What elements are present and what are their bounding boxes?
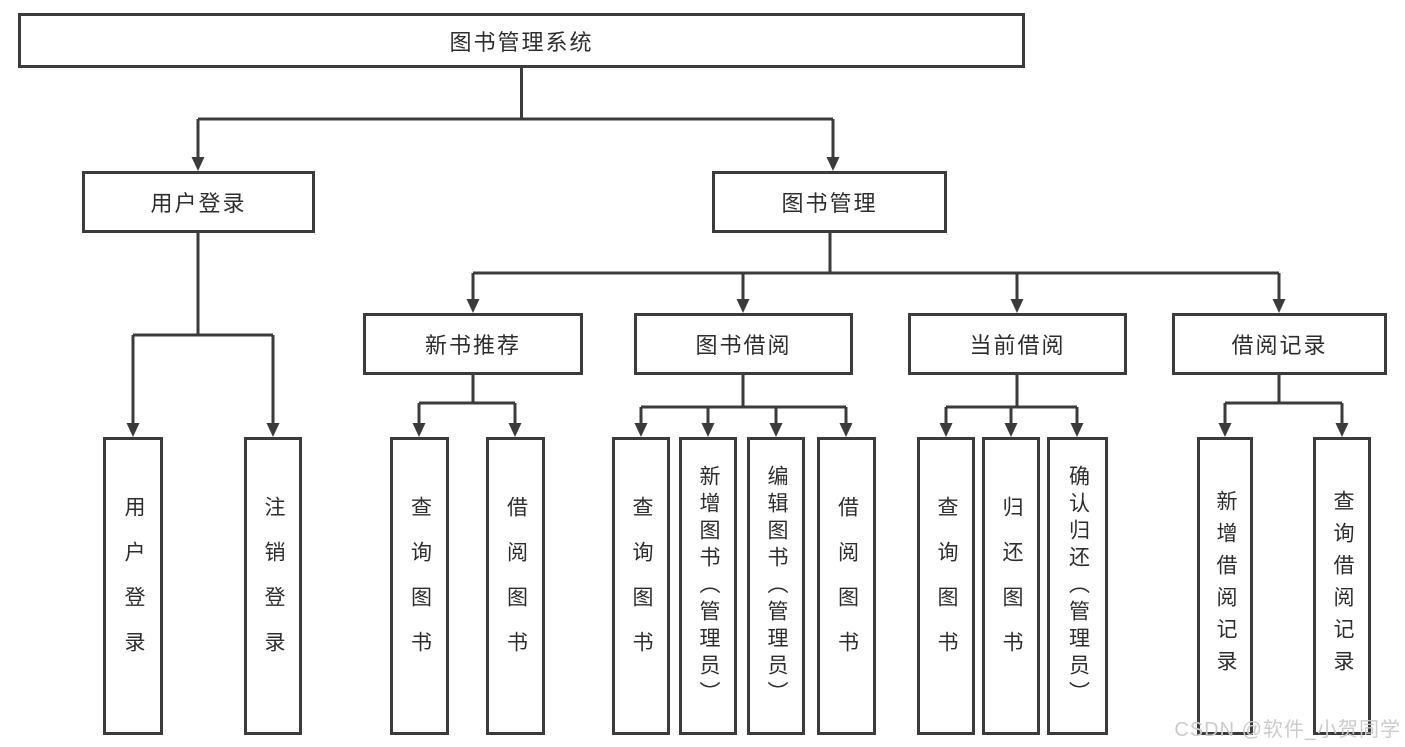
leaf-label: 新增借阅记录 <box>1214 490 1237 682</box>
leaf-add-books-admin: 新增图书（管理员） <box>679 437 737 735</box>
node-book-management: 图书管理 <box>712 171 947 233</box>
leaf-borrow-books-recommend: 借阅图书 <box>486 437 545 735</box>
node-label: 图书管理 <box>781 191 878 216</box>
leaf-label: 注销登录 <box>262 496 285 676</box>
csdn-watermark: CSDN @软件_小贺同学 <box>1174 719 1401 741</box>
leaf-user-login: 用户登录 <box>103 437 163 735</box>
leaf-label: 借阅图书 <box>835 496 859 676</box>
leaf-add-borrow-record: 新增借阅记录 <box>1197 437 1253 735</box>
leaf-label: 确认归还（管理员） <box>1066 464 1090 708</box>
leaf-logout: 注销登录 <box>244 437 302 735</box>
node-label: 借阅记录 <box>1231 333 1328 358</box>
leaf-label: 查询图书 <box>408 496 432 676</box>
leaf-borrow-books-borrowing: 借阅图书 <box>817 437 876 735</box>
node-label: 新书推荐 <box>424 333 521 358</box>
node-current-borrowing: 当前借阅 <box>908 313 1127 375</box>
leaf-label: 查询图书 <box>630 496 653 676</box>
node-label: 当前借阅 <box>969 333 1066 358</box>
leaf-label: 查询借阅记录 <box>1331 490 1354 682</box>
leaf-query-books-current: 查询图书 <box>917 437 975 735</box>
node-new-book-recommendation: 新书推荐 <box>363 313 583 375</box>
node-user-login: 用户登录 <box>82 171 315 233</box>
node-library-management-system: 图书管理系统 <box>18 13 1025 68</box>
leaf-label: 查询图书 <box>935 496 958 676</box>
node-label: 图书管理系统 <box>449 29 594 55</box>
leaf-edit-books-admin: 编辑图书（管理员） <box>747 437 805 735</box>
node-book-borrowing: 图书借阅 <box>634 313 853 375</box>
leaf-query-books-recommend: 查询图书 <box>390 437 449 735</box>
node-label: 图书借阅 <box>695 333 792 358</box>
leaf-query-borrow-record: 查询借阅记录 <box>1313 437 1371 735</box>
leaf-label: 用户登录 <box>122 496 145 676</box>
node-label: 用户登录 <box>150 191 247 216</box>
node-borrowing-records: 借阅记录 <box>1172 313 1387 375</box>
leaf-query-books-borrowing: 查询图书 <box>612 437 670 735</box>
leaf-label: 新增图书（管理员） <box>697 464 720 708</box>
leaf-label: 编辑图书（管理员） <box>765 464 788 708</box>
leaf-confirm-return-admin: 确认归还（管理员） <box>1047 437 1108 735</box>
leaf-label: 归还图书 <box>1000 496 1023 676</box>
leaf-label: 借阅图书 <box>504 496 528 676</box>
leaf-return-books: 归还图书 <box>982 437 1040 735</box>
